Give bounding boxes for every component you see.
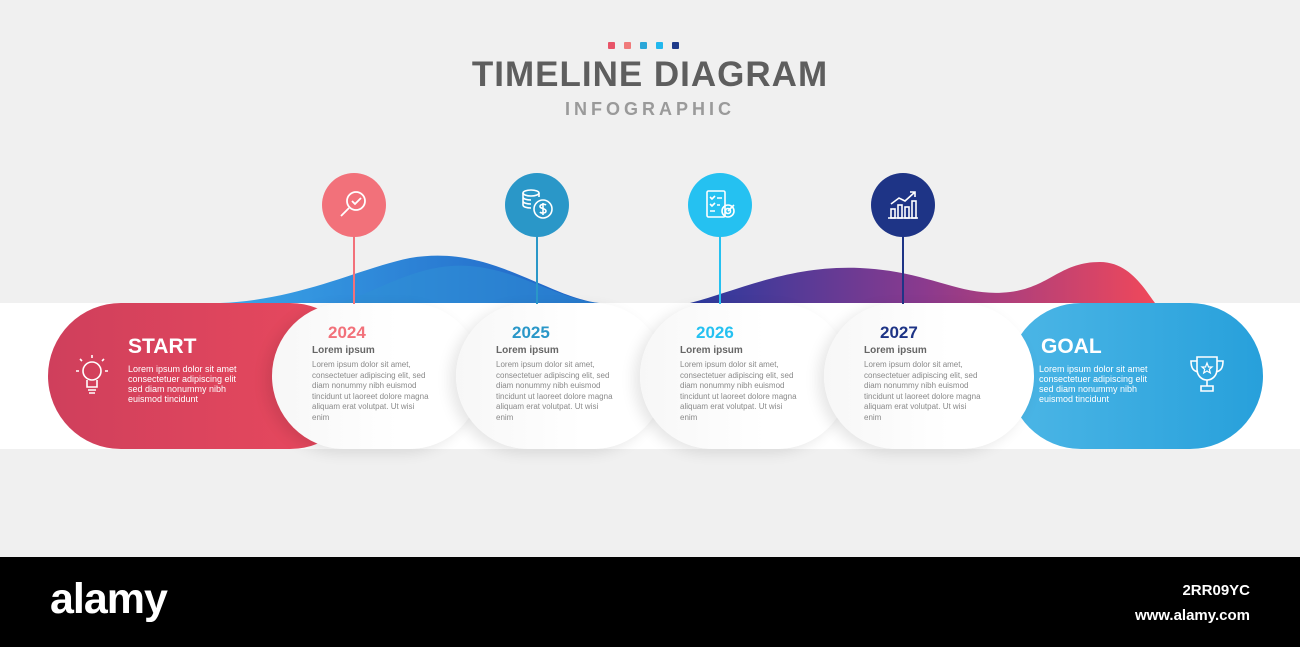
brand-logo: alamy (50, 575, 168, 623)
step-node-2024 (322, 173, 386, 237)
step-card-2026: 2026 Lorem ipsum Lorem ipsum dolor sit a… (640, 303, 850, 449)
step-year: 2026 (696, 323, 734, 342)
footer-bar: alamy 2RR09YC www.alamy.com (0, 557, 1300, 647)
wave-blue-light (340, 265, 600, 303)
header-color-dots (608, 42, 679, 49)
step-subtitle: Lorem ipsum (496, 345, 559, 356)
connector-stem (536, 236, 538, 304)
step-text: Lorem ipsum dolor sit amet, consectetuer… (312, 360, 429, 422)
step-subtitle: Lorem ipsum (864, 345, 927, 356)
start-label: START (128, 335, 197, 358)
checklist-target-icon (706, 190, 735, 218)
step-card-2027: 2027 Lorem ipsum Lorem ipsum dolor sit a… (824, 303, 1034, 449)
connector-stem (902, 236, 904, 304)
color-dot (672, 42, 679, 49)
goal-card: GOAL Lorem ipsum dolor sit amet consecte… (1008, 303, 1263, 449)
page-subtitle: INFOGRAPHIC (565, 99, 735, 119)
step-card-2025: 2025 Lorem ipsum Lorem ipsum dolor sit a… (456, 303, 666, 449)
step-text: Lorem ipsum dolor sit amet, consectetuer… (496, 360, 613, 422)
step-text: Lorem ipsum dolor sit amet, consectetuer… (864, 360, 981, 422)
page-title: TIMELINE DIAGRAM (471, 55, 829, 94)
growth-chart-icon (888, 191, 918, 219)
goal-text: Lorem ipsum dolor sit amet consectetuer … (1039, 364, 1148, 404)
step-year: 2027 (880, 323, 918, 342)
search-check-icon (340, 191, 366, 217)
coins-dollar-icon (522, 189, 553, 219)
color-dot (624, 42, 631, 49)
step-card-2024: 2024 Lorem ipsum Lorem ipsum dolor sit a… (272, 303, 482, 449)
step-node-2026 (688, 173, 752, 237)
step-node-2027 (871, 173, 935, 237)
footer-url: www.alamy.com (1134, 607, 1250, 624)
step-subtitle: Lorem ipsum (312, 345, 375, 356)
color-dot (640, 42, 647, 49)
connector-stem (719, 236, 721, 304)
trophy-icon (1190, 356, 1224, 392)
step-text: Lorem ipsum dolor sit amet, consectetuer… (680, 360, 797, 422)
color-dot (608, 42, 615, 49)
start-text: Lorem ipsum dolor sit amet consectetuer … (128, 364, 237, 404)
lightbulb-icon (76, 355, 108, 394)
connector-stem (353, 236, 355, 304)
step-year: 2025 (512, 323, 550, 342)
goal-label: GOAL (1041, 335, 1102, 358)
color-dot (656, 42, 663, 49)
step-subtitle: Lorem ipsum (680, 345, 743, 356)
step-year: 2024 (328, 323, 366, 342)
step-node-2025 (505, 173, 569, 237)
image-id: 2RR09YC (1182, 582, 1250, 599)
wave-gradient (690, 262, 1155, 303)
